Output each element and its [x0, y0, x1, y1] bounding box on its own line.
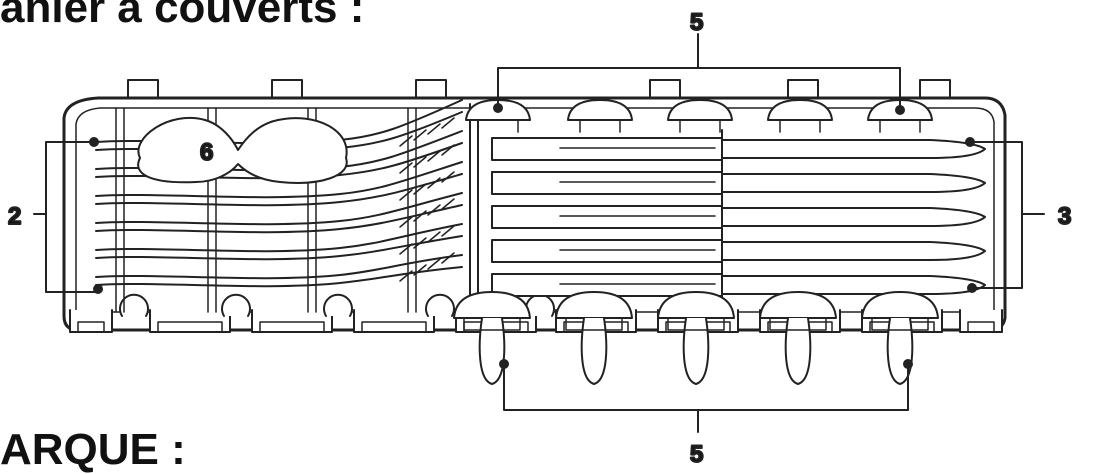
top-cover-clip: [779, 119, 821, 133]
cutout: [119, 293, 149, 317]
callout-2: 2: [8, 203, 21, 230]
knife-handle: [491, 239, 723, 263]
fork-tine: [399, 243, 413, 255]
callout-3: 3: [1058, 203, 1071, 230]
basket-title: anier à couverts :: [0, 0, 365, 32]
foot-inner: [259, 321, 325, 333]
fork-tine: [413, 183, 427, 195]
top-cover-clip: [477, 119, 519, 133]
knife-handle: [491, 205, 723, 229]
fork-tine: [441, 252, 455, 264]
knife-blade: [721, 207, 986, 227]
bottom-cover-hook: [784, 317, 812, 385]
foot: [353, 309, 435, 333]
handle-area: [137, 117, 348, 184]
callout-5-bottom: 5: [690, 441, 703, 468]
fork-tine: [441, 225, 455, 237]
foot-inner: [967, 321, 995, 333]
cutout: [425, 293, 455, 317]
cutout: [221, 293, 251, 317]
knife-blade: [721, 173, 986, 193]
top-cover-clip: [579, 119, 621, 133]
callout-5-top: 5: [690, 9, 703, 36]
fork-tine: [427, 204, 441, 216]
fork-tine: [441, 171, 455, 183]
fork-tine: [413, 156, 427, 168]
fork-tine: [399, 162, 413, 174]
fork-tine: [427, 231, 441, 243]
fork-handle: [95, 192, 463, 226]
fork-handle: [95, 161, 463, 199]
fork-tine: [399, 270, 413, 282]
fork-handle-edge: [95, 204, 463, 234]
foot: [149, 309, 231, 333]
knife-handle: [491, 171, 723, 195]
foot-inner: [361, 321, 427, 333]
bottom-cover: [453, 291, 531, 319]
knife-blade: [721, 275, 986, 295]
fork-tine: [413, 210, 427, 222]
fork-tine: [427, 150, 441, 162]
bottom-covers: [453, 291, 939, 385]
top-cover-clip: [679, 119, 721, 133]
fork-tine: [441, 117, 455, 129]
bottom-cover: [555, 291, 633, 319]
callout-lines: [33, 33, 1045, 433]
bottom-cover: [861, 291, 939, 319]
fork-tine: [399, 135, 413, 147]
knives: [491, 129, 986, 313]
bottom-cover-hook: [682, 317, 710, 385]
callout-6: 6: [200, 139, 213, 166]
foot-inner: [77, 321, 105, 333]
top-cover: [667, 99, 733, 121]
foot: [69, 309, 113, 333]
remark-heading: ARQUE :: [0, 425, 186, 474]
top-cover-clip: [879, 119, 921, 133]
top-tabs: [127, 79, 951, 101]
fork-tine: [427, 177, 441, 189]
top-covers: [465, 99, 933, 133]
fork-tine: [413, 129, 427, 141]
bottom-cover: [759, 291, 837, 319]
bottom-cover-hook: [580, 317, 608, 385]
foot: [959, 309, 1003, 333]
fork-handle: [95, 254, 463, 280]
cutout: [323, 293, 353, 317]
bottom-cover-base: [463, 317, 521, 331]
fork-tine: [427, 258, 441, 270]
top-cover: [767, 99, 833, 121]
fork-tine: [399, 216, 413, 228]
bottom-cover-base: [769, 317, 827, 331]
bottom-cover-base: [871, 317, 929, 331]
fork-tine: [441, 198, 455, 210]
foot: [251, 309, 333, 333]
fork-handle: [95, 223, 463, 253]
top-cover: [567, 99, 633, 121]
bottom-cover-base: [667, 317, 725, 331]
fork-tine: [413, 264, 427, 276]
bottom-cover: [657, 291, 735, 319]
bottom-cover-base: [565, 317, 623, 331]
fork-tine: [413, 237, 427, 249]
knife-handle: [491, 137, 723, 161]
fork-tine: [441, 144, 455, 156]
fork-tine: [427, 123, 441, 135]
knife-blade: [721, 241, 986, 261]
fork-tine: [399, 189, 413, 201]
foot-inner: [157, 321, 223, 333]
compartment-divider: [469, 103, 479, 313]
bottom-cover-hook: [478, 317, 506, 385]
fork-handle-edge: [95, 235, 463, 261]
fork-handle-edge: [95, 173, 463, 207]
knife-blade: [721, 139, 986, 159]
